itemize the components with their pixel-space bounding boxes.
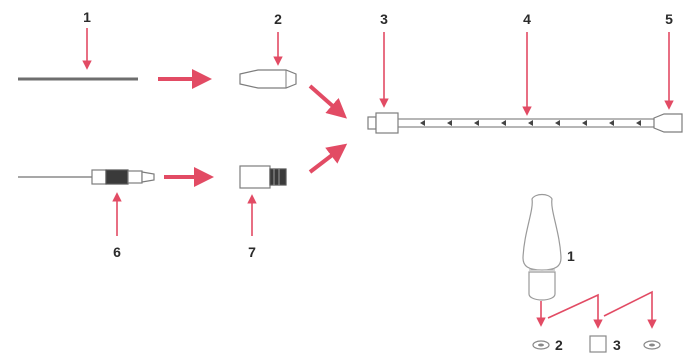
detail-part-3-sleeve	[589, 335, 607, 353]
detail-part-washer-right	[643, 340, 661, 350]
assembly	[367, 112, 683, 134]
part-2-tip	[239, 69, 297, 89]
part-3-end-cap	[367, 116, 377, 130]
arrow-2-to-assembly	[308, 84, 347, 119]
callout-7: 7	[248, 244, 256, 260]
detail-callout-1: 1	[567, 248, 575, 264]
detail-callout-3: 3	[613, 337, 621, 353]
detail-callout-2: 2	[555, 337, 563, 353]
part-5-end-cap	[653, 113, 683, 133]
detail-part-2-washer	[532, 340, 550, 350]
callout-2: 2	[274, 11, 282, 27]
detail-leader-3	[547, 293, 603, 329]
part-3-connector	[375, 112, 399, 134]
callout-6: 6	[113, 244, 121, 260]
callout-5: 5	[665, 11, 673, 27]
detail-bulb-cover	[522, 193, 562, 301]
part-7-connector	[239, 165, 287, 189]
callout-4: 4	[523, 11, 531, 27]
detail-leader-4	[603, 290, 657, 329]
callout-3: 3	[380, 11, 388, 27]
part-6-probe	[18, 169, 155, 185]
arrow-7-to-assembly	[308, 143, 348, 174]
callout-1: 1	[83, 9, 91, 25]
part-4-light-string	[398, 118, 654, 128]
